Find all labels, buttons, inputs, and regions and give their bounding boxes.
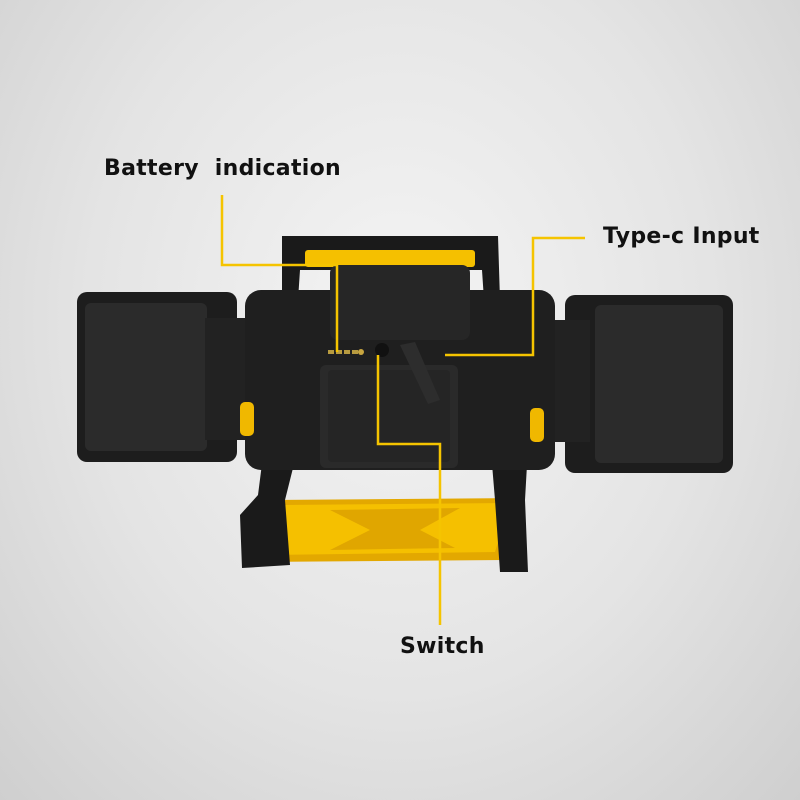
typec-input-label: Type-c Input: [603, 224, 760, 249]
battery-callout-line: [220, 195, 339, 352]
battery-indication-label: Battery indication: [104, 156, 341, 181]
typec-callout-line: [445, 236, 585, 357]
handle-grip: [305, 250, 475, 267]
left-knob: [240, 402, 254, 436]
switch-callout-line: [376, 355, 442, 625]
battery-indicator-leds: [328, 349, 364, 355]
switch-button: [375, 343, 389, 357]
switch-label: Switch: [400, 634, 485, 659]
yellow-base: [255, 498, 520, 562]
typec-cover: [400, 342, 440, 404]
right-knob: [530, 408, 544, 442]
